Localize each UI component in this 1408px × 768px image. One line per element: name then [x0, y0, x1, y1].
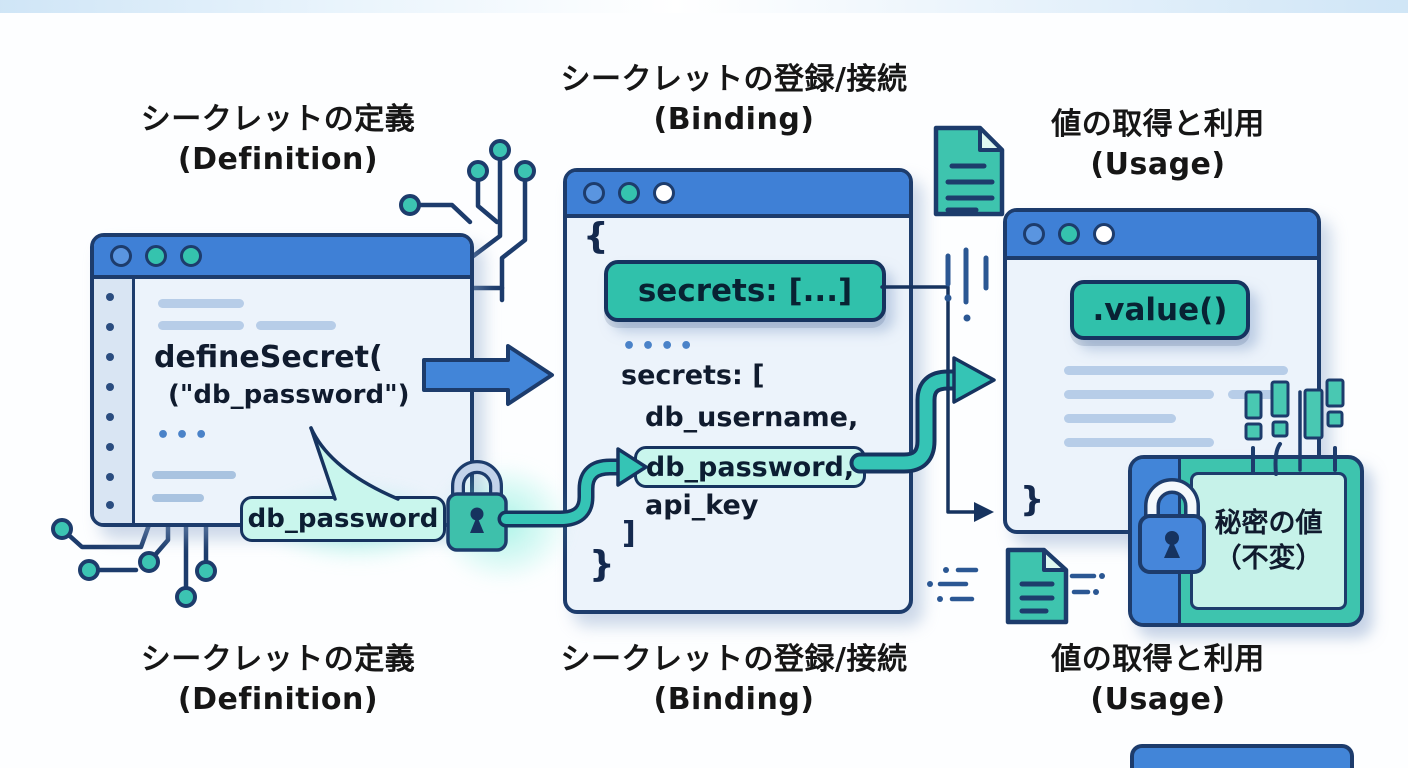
usage-title-top: 値の取得と利用 (Usage)	[983, 105, 1333, 185]
placeholder-line	[158, 321, 244, 330]
motion-dashes	[945, 247, 989, 305]
partial-window-bottom	[1130, 744, 1354, 768]
window-button-icon	[1058, 223, 1080, 245]
card-left-strip	[1132, 459, 1181, 623]
window-button-icon	[1023, 223, 1045, 245]
placeholder-line	[1064, 366, 1288, 375]
db-password-callout: db_password	[240, 496, 446, 542]
value-pill-label: .value()	[1092, 292, 1228, 328]
window-button-icon	[618, 182, 640, 204]
window-button-icon	[583, 182, 605, 204]
circuit-bottom-icon	[51, 515, 217, 608]
binding-title-en: (Binding)	[653, 102, 815, 137]
code-db-username: db_username,	[645, 402, 859, 433]
db-password-highlight-label: db_password,	[645, 451, 855, 483]
code-define-secret: defineSecret(	[154, 340, 383, 375]
window-button-icon	[145, 245, 167, 267]
secret-value-line2: （不変）	[1214, 543, 1323, 574]
window-button-icon	[1093, 223, 1115, 245]
usage-title-ja: 値の取得と利用	[1051, 107, 1265, 142]
code-bracket-close: ]	[622, 516, 636, 551]
binding-title-ja: シークレットの登録/接続	[560, 62, 908, 97]
usage-title-ja: 値の取得と利用	[1051, 642, 1265, 677]
secret-value-line1: 秘密の値	[1214, 508, 1323, 539]
db-password-highlight: db_password,	[634, 446, 866, 488]
code-brace-open: {	[583, 216, 609, 257]
code-ellipsis: •••	[156, 423, 214, 448]
binding-title-en: (Binding)	[653, 682, 815, 717]
definition-title-bottom: シークレットの定義 (Definition)	[88, 640, 468, 720]
window-button-icon	[180, 245, 202, 267]
binding-title-ja: シークレットの登録/接続	[560, 642, 908, 677]
secret-value-card: 秘密の値 （不変）	[1128, 455, 1364, 627]
code-brace-close: }	[1020, 480, 1045, 520]
placeholder-line	[152, 471, 236, 479]
db-password-callout-label: db_password	[247, 504, 439, 534]
usage-title-en: (Usage)	[1090, 147, 1226, 182]
window-button-icon	[110, 245, 132, 267]
code-api-key: api_key	[645, 490, 759, 521]
value-pill: .value()	[1070, 280, 1250, 340]
speed-dashes	[937, 567, 1097, 602]
placeholder-line	[1064, 438, 1214, 447]
definition-title-en: (Definition)	[177, 682, 379, 717]
binding-title-bottom: シークレットの登録/接続 (Binding)	[518, 640, 950, 720]
window-button-icon	[653, 182, 675, 204]
definition-title-ja: シークレットの定義	[140, 102, 416, 137]
definition-title-en: (Definition)	[177, 142, 379, 177]
binding-window: { secrets: [...] •••• secrets: [ db_user…	[563, 168, 913, 614]
usage-window-titlebar	[1007, 212, 1317, 260]
document-icon	[927, 547, 1105, 625]
code-secrets-open: secrets: [	[621, 360, 765, 391]
definition-title-ja: シークレットの定義	[140, 642, 416, 677]
placeholder-line	[1064, 390, 1214, 399]
binding-title-top: シークレットの登録/接続 (Binding)	[518, 60, 950, 140]
definition-title-top: シークレットの定義 (Definition)	[88, 100, 468, 180]
secret-value-panel: 秘密の値 （不変）	[1190, 472, 1347, 610]
binding-window-titlebar	[567, 172, 909, 218]
top-accent-band	[0, 0, 1408, 13]
code-ellipsis: ••••	[622, 334, 699, 359]
code-db-password-arg: ("db_password")	[168, 380, 410, 410]
secrets-pill-label: secrets: [...]	[637, 273, 853, 309]
placeholder-line	[256, 321, 336, 330]
usage-title-en: (Usage)	[1090, 682, 1226, 717]
placeholder-line	[158, 299, 244, 308]
placeholder-line	[1064, 414, 1176, 423]
editor-gutter	[94, 279, 135, 523]
secrets-pill: secrets: [...]	[604, 260, 886, 322]
definition-window-titlebar	[94, 237, 470, 279]
placeholder-line	[1228, 390, 1284, 399]
usage-title-bottom: 値の取得と利用 (Usage)	[983, 640, 1333, 720]
placeholder-line	[152, 494, 204, 502]
